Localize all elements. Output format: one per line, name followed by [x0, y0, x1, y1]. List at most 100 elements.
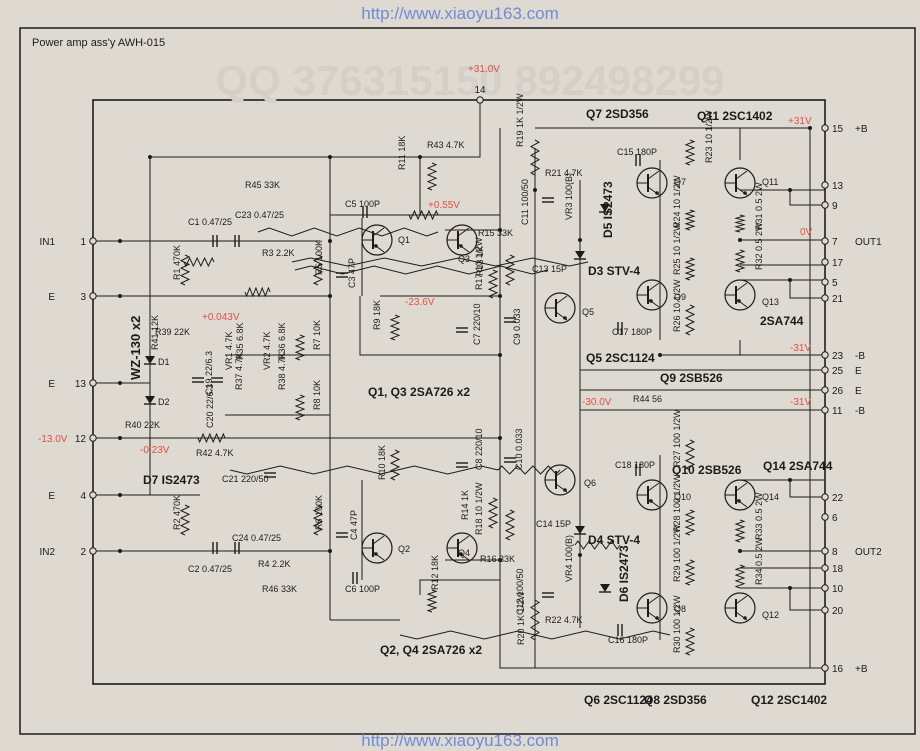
wire: [499, 128, 535, 669]
resistor-label: R11 18K: [397, 136, 407, 170]
junction-dot: [498, 228, 502, 232]
transistor-note: Q9 2SB526: [660, 371, 723, 385]
pin-number: 9: [832, 201, 838, 212]
voltage-label: +31V: [788, 116, 812, 127]
junction-dot: [418, 155, 422, 159]
resistor-label: R45 33K: [245, 180, 280, 190]
junction-dot: [738, 549, 742, 553]
transistor-arrow: [459, 244, 463, 248]
capacitor-label: C14 15P: [536, 519, 571, 529]
pin-number: 3: [80, 292, 86, 303]
junction-dot: [118, 294, 122, 298]
page-title: Power amp ass'y AWH-015: [32, 37, 165, 49]
connector-terminal: [89, 491, 97, 499]
connector-terminal: [821, 664, 829, 672]
junction-dot: [808, 126, 812, 130]
pin-name: +B: [855, 124, 868, 135]
resistor-symbol: [179, 254, 191, 286]
resistor-symbol: [408, 209, 439, 221]
pin-number: 23: [832, 351, 844, 362]
transistor-ref: Q1: [398, 235, 410, 245]
transistor-note: Q6 2SC1124: [584, 693, 653, 707]
pin-number: 22: [832, 493, 844, 504]
resistor-label: VR2 4.7K: [262, 331, 272, 370]
wire: [150, 100, 481, 158]
capacitor-label: C10 0.033: [514, 428, 524, 470]
capacitor-label: C18 180P: [615, 460, 655, 470]
resistor-symbol: [294, 265, 549, 275]
connector-terminal: [821, 606, 829, 614]
resistor-symbol: [487, 497, 499, 529]
voltage-label: +31.0V: [468, 64, 500, 75]
transistor-arrow: [459, 552, 463, 556]
diode-type-label: D3 STV-4: [588, 264, 640, 278]
resistor-label: R41 12K: [150, 315, 160, 350]
wire: [789, 480, 825, 498]
transistor-arrow: [743, 191, 747, 195]
resistor-symbol: [497, 465, 561, 475]
diode-symbol: [145, 356, 155, 364]
junction-dot: [328, 549, 332, 553]
junction-dot: [118, 493, 122, 497]
transistor-collector: [457, 227, 470, 237]
junction-dot: [533, 188, 537, 192]
pin-name: E: [855, 366, 862, 377]
resistor-label: R32 0.5 2W: [754, 222, 764, 270]
voltage-label: +0.043V: [202, 312, 240, 323]
resistor-label: R26 10 1/2W: [672, 279, 682, 332]
pin-number: 1: [80, 237, 86, 248]
resistor-symbol: [294, 334, 306, 361]
transistor-arrow: [374, 552, 378, 556]
pin-name: E: [855, 386, 862, 397]
resistor-symbol: [426, 589, 438, 613]
connector-terminal: [821, 584, 829, 592]
diode-type-label: D6 IS2473: [617, 545, 631, 602]
transistor-arrow: [649, 499, 653, 503]
diode-type-label: D4 STV-4: [588, 533, 640, 547]
transistor-collector: [372, 535, 385, 545]
transistor-collector: [555, 295, 568, 305]
resistor-label: R46 33K: [262, 584, 297, 594]
resistor-symbol: [684, 627, 696, 656]
resistor-symbol: [389, 314, 401, 341]
resistor-symbol: [574, 540, 621, 550]
resistor-label: R42 4.7K: [196, 448, 234, 458]
connector-terminal: [821, 564, 829, 572]
pin-number: 13: [75, 379, 87, 390]
junction-dot: [738, 238, 742, 242]
wire: [789, 588, 825, 611]
resistor-label: R6 100K: [314, 495, 324, 530]
transistor-arrow: [374, 244, 378, 248]
connector-terminal: [89, 547, 97, 555]
resistor-label: R44 56: [633, 394, 662, 404]
resistor-label: R1 470K: [172, 245, 182, 280]
resistor-label: R9 18K: [372, 300, 382, 330]
resistor-label: R16 33K: [480, 554, 515, 564]
resistor-label: R14 1K: [460, 490, 470, 520]
transistor-arrow: [737, 499, 741, 503]
pin-number: 7: [832, 237, 838, 248]
resistor-symbol: [426, 162, 438, 191]
capacitor-label: C21 220/50: [222, 474, 269, 484]
transistor-note: Q7 2SD356: [586, 107, 649, 121]
transistor-ref: Q3: [458, 254, 470, 264]
resistor-label: R29 100 1/2W: [672, 524, 682, 582]
transistor-note: Q5 2SC1124: [586, 351, 655, 365]
resistor-label: R35 6.8K: [235, 322, 245, 360]
transistor-note: 2SA744: [760, 314, 804, 328]
resistor-label: R3 2.2K: [262, 248, 295, 258]
resistor-label: R8 10K: [312, 380, 322, 410]
pin-number: 18: [832, 564, 844, 575]
transistor-ref: Q4: [458, 548, 470, 558]
resistor-symbol: [684, 139, 696, 166]
junction-dot: [148, 155, 152, 159]
resistor-symbol: [399, 630, 671, 640]
connector-terminal: [821, 493, 829, 501]
outer-frame: [19, 27, 916, 735]
pin-number: 15: [832, 124, 844, 135]
capacitor-label: C12 100/50: [515, 568, 525, 615]
capacitor-label: C11 100/50: [520, 179, 530, 225]
resistor-symbol: [244, 286, 271, 298]
voltage-label: -23.6V: [405, 297, 435, 308]
resistor-symbol: [291, 257, 589, 267]
